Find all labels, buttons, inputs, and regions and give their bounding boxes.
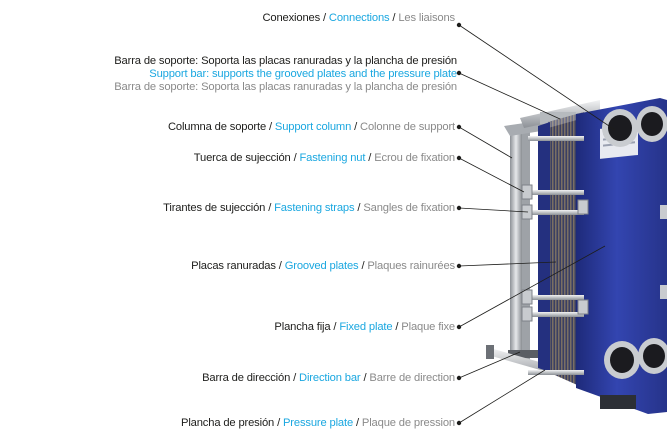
bottom-connections <box>604 338 667 379</box>
label-support-column: Columna de soporte / Support column / Co… <box>167 121 455 133</box>
label-support-bar: Barra de soporte: Soporta las placas ran… <box>0 55 457 94</box>
label-fastening-straps: Tirantes de sujección / Fastening straps… <box>163 202 455 214</box>
label-support-bar-fr: Barra de soporte: Soporta las placas ran… <box>114 81 457 93</box>
grooved-plates <box>548 112 584 388</box>
leader-lines <box>456 22 616 426</box>
pressure-plate <box>538 122 550 372</box>
label-support-bar-en: Support bar: supports the grooved plates… <box>149 68 457 80</box>
label-support-bar-es: Barra de soporte: Soporta las placas ran… <box>114 55 457 67</box>
label-fastening-nut: Tuerca de sujección / Fastening nut / Ec… <box>193 152 455 164</box>
label-pressure-plate: Plancha de presión / Pressure plate / Pl… <box>181 417 455 429</box>
label-direction-bar: Barra de dirección / Direction bar / Bar… <box>202 372 455 384</box>
label-connections-en: Connections <box>328 12 390 24</box>
connections <box>602 106 667 147</box>
label-fixed-plate: Plancha fija / Fixed plate / Plaque fixe <box>274 321 455 333</box>
label-connections: Conexiones / Connections / Les liaisons <box>262 12 455 24</box>
label-grooved-plates: Placas ranuradas / Grooved plates / Plaq… <box>191 260 455 272</box>
label-connections-fr: Les liaisons <box>398 12 455 24</box>
fastening-straps <box>526 136 584 375</box>
label-connections-es: Conexiones <box>262 12 321 24</box>
